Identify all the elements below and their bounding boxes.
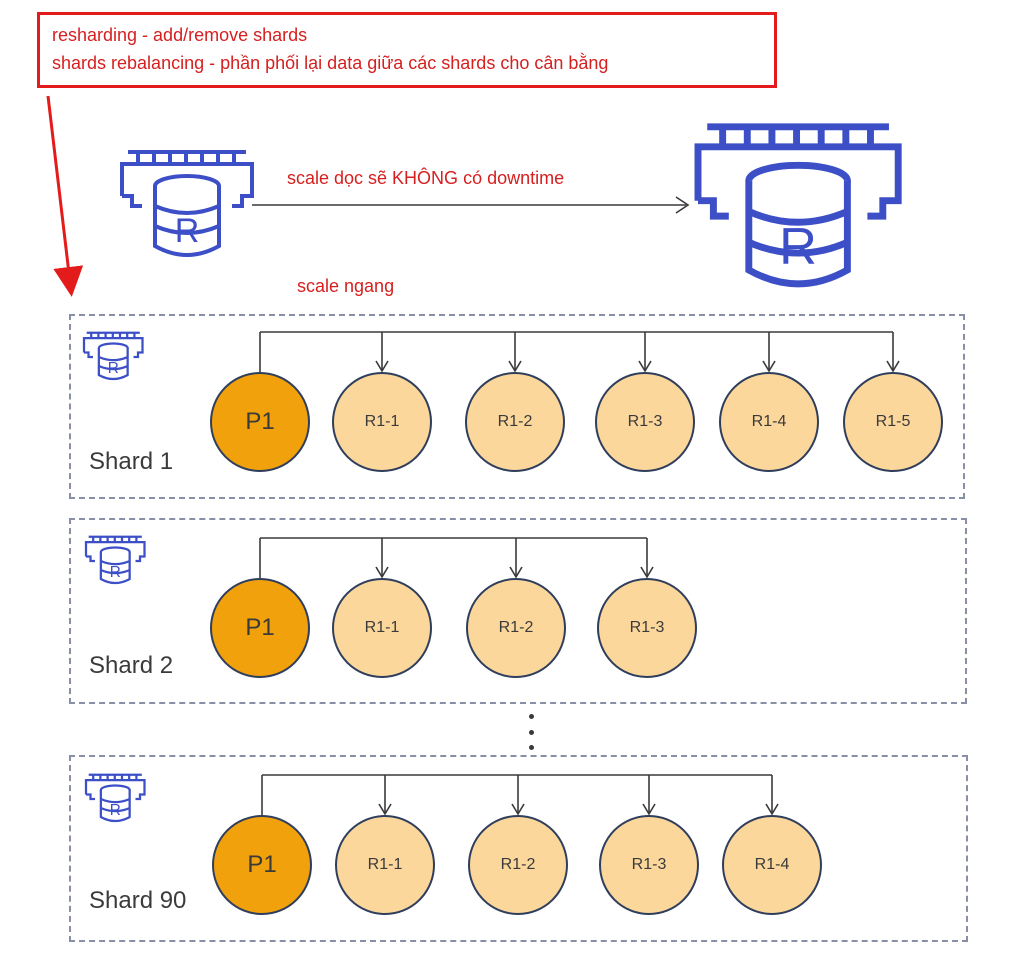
arrow-head — [886, 360, 900, 373]
replica-node: R1-2 — [466, 578, 566, 678]
arrow-head — [508, 360, 522, 373]
arrow-head — [638, 360, 652, 373]
replica-node-label: R1-2 — [498, 619, 534, 636]
arrow-head — [762, 360, 776, 373]
arrow-head — [511, 803, 525, 816]
redis-shard-icon: R — [84, 773, 146, 823]
arrow-head — [375, 566, 389, 579]
replica-node: R1-3 — [597, 578, 697, 678]
arrow-head — [509, 566, 523, 579]
arrow-head — [375, 360, 389, 373]
replica-node-label: R1-2 — [497, 413, 533, 430]
replica-node-label: R1-1 — [364, 619, 400, 636]
more-shards-ellipsis — [522, 714, 540, 750]
arrow-head — [640, 566, 654, 579]
replica-node: R1-1 — [332, 372, 432, 472]
shard-box-1: Shard 1 — [69, 314, 965, 499]
replica-node: R1-4 — [719, 372, 819, 472]
replica-node: R1-3 — [599, 815, 699, 915]
note-rebalancing: shards rebalancing - phần phối lại data … — [52, 53, 609, 73]
redis-shard-icon: R — [84, 535, 146, 585]
shard-title: Shard 90 — [89, 887, 187, 914]
svg-text:R: R — [779, 218, 817, 276]
note-resharding: resharding - add/remove shards — [52, 25, 308, 45]
vertical-scale-label: scale dọc sẽ KHÔNG có downtime — [287, 168, 565, 188]
svg-text:R: R — [110, 802, 121, 819]
redis-shard-icon: R — [82, 331, 144, 381]
svg-text:R: R — [110, 564, 121, 581]
replica-node-label: R1-5 — [875, 413, 911, 430]
redis-database-icon: R — [120, 150, 254, 257]
replica-node: R1-5 — [843, 372, 943, 472]
redis-database-icon-large: R — [694, 123, 902, 288]
primary-node: P1 — [210, 372, 310, 472]
primary-node-label: P1 — [245, 614, 275, 641]
arrow-head — [378, 803, 392, 816]
shard-title: Shard 2 — [89, 652, 174, 679]
primary-node-label: P1 — [247, 851, 277, 878]
replica-node-label: R1-3 — [629, 619, 665, 636]
shard-box-90: Shard 90 — [69, 755, 968, 942]
red-pointer-arrow — [46, 95, 84, 297]
replica-node: R1-2 — [468, 815, 568, 915]
svg-text:R: R — [108, 360, 119, 377]
replica-node-label: R1-3 — [627, 413, 663, 430]
arrow-head — [765, 803, 779, 816]
replica-node-label: R1-2 — [500, 856, 536, 873]
note-box: resharding - add/remove shards shards re… — [37, 12, 777, 88]
svg-text:R: R — [175, 212, 200, 250]
primary-node-label: P1 — [245, 408, 275, 435]
arrow-head — [642, 803, 656, 816]
replica-node-label: R1-4 — [754, 856, 790, 873]
replica-node-label: R1-3 — [631, 856, 667, 873]
replica-node: R1-2 — [465, 372, 565, 472]
replica-node: R1-3 — [595, 372, 695, 472]
shard-box-2: Shard 2 — [69, 518, 967, 704]
replica-node: R1-4 — [722, 815, 822, 915]
primary-node: P1 — [210, 578, 310, 678]
replica-node-label: R1-1 — [364, 413, 400, 430]
replica-node-label: R1-4 — [751, 413, 787, 430]
horizontal-scale-label: scale ngang — [297, 276, 395, 296]
replica-node-label: R1-1 — [367, 856, 403, 873]
replica-node: R1-1 — [332, 578, 432, 678]
shard-title: Shard 1 — [89, 448, 174, 475]
replica-node: R1-1 — [335, 815, 435, 915]
primary-node: P1 — [212, 815, 312, 915]
